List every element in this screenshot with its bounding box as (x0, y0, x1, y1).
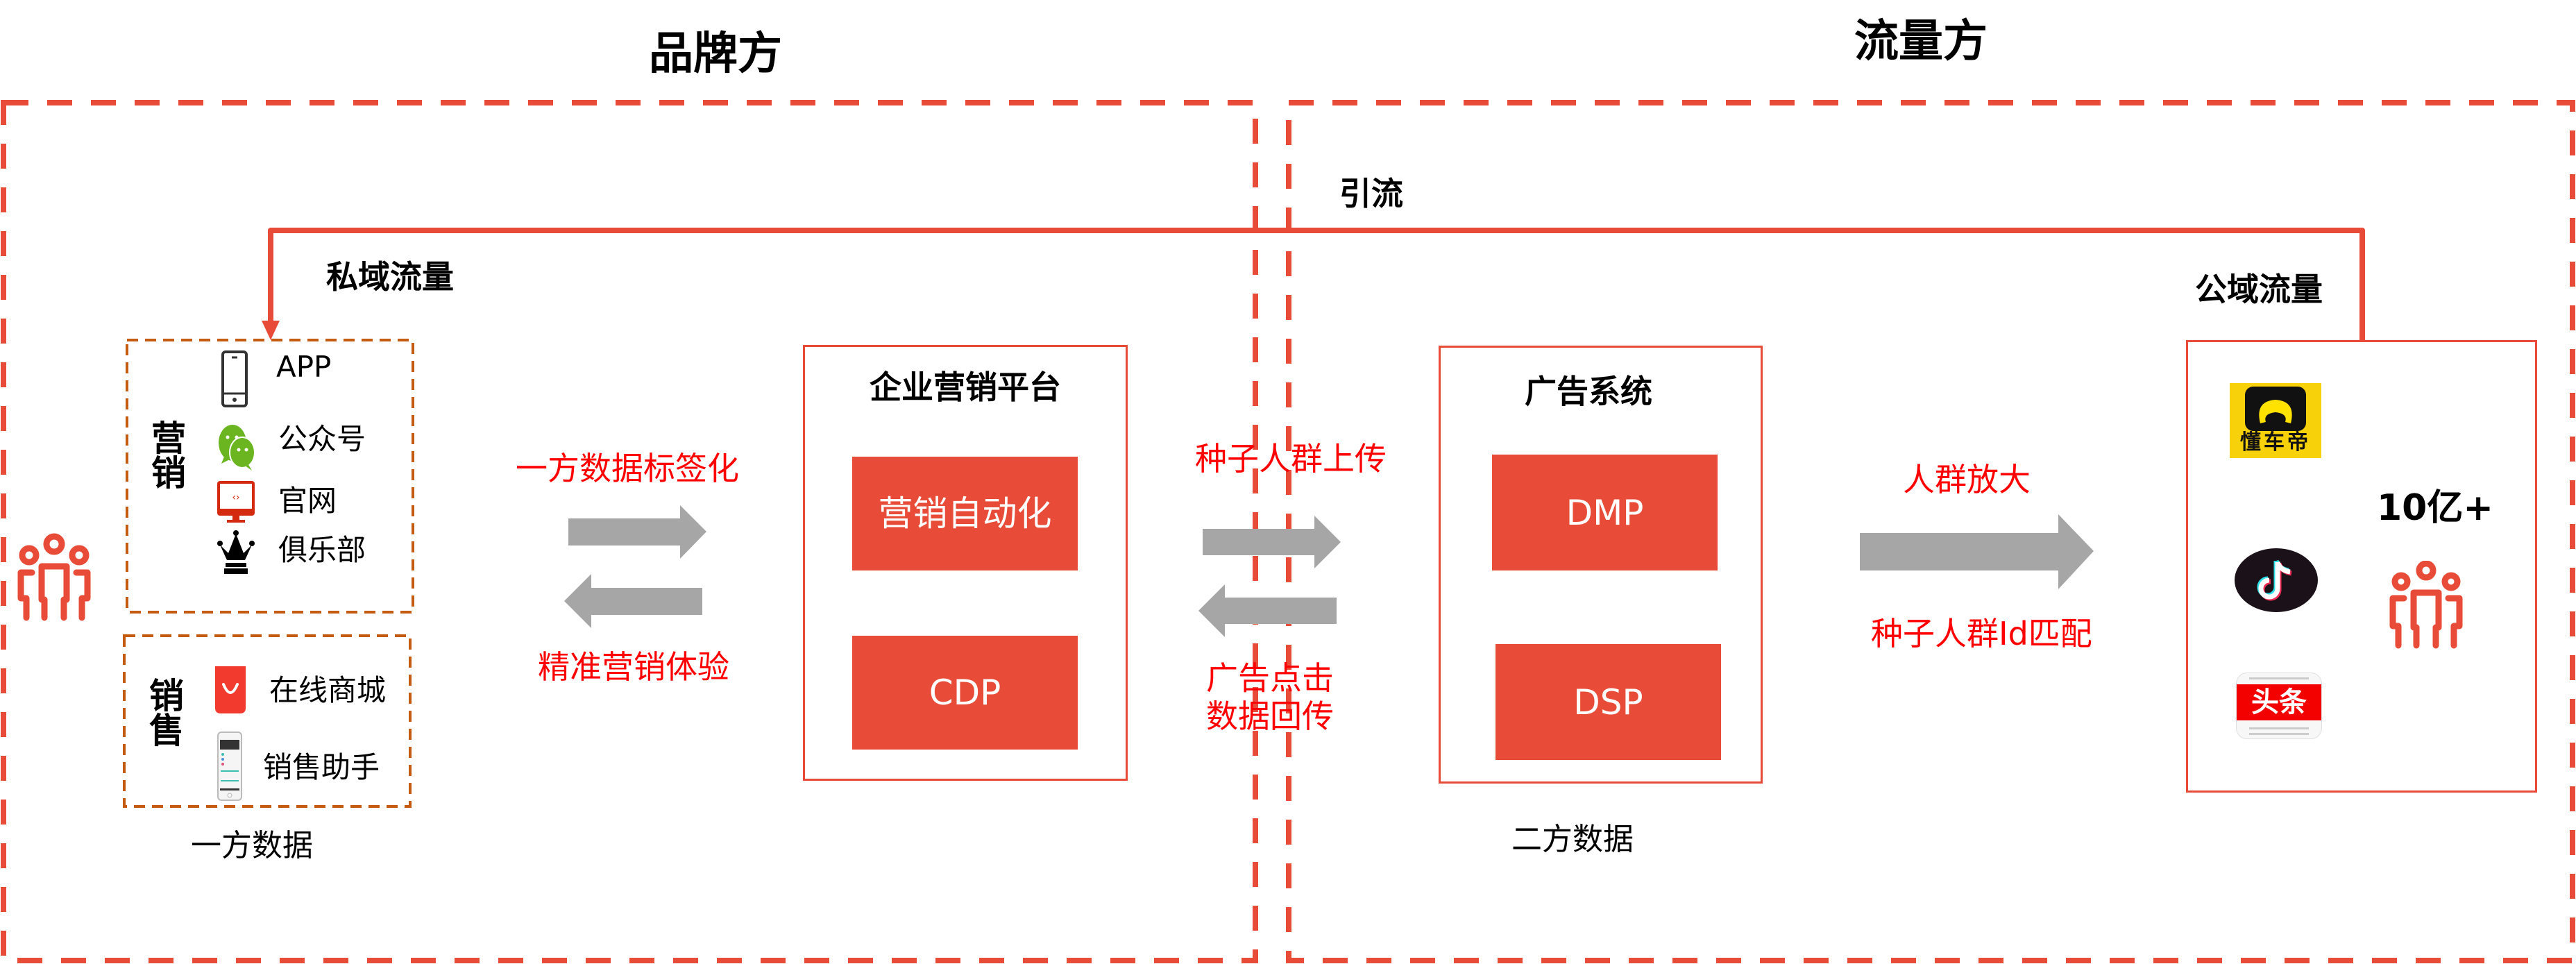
phone-app-screenshot-icon (217, 732, 242, 801)
first-party-data-caption: 一方数据 (191, 828, 313, 863)
seed-id-match-label: 种子人群Id匹配 (1871, 615, 2092, 652)
traffic-side-title: 流量方 (1854, 16, 1988, 67)
ad-system-title: 广告系统 (1525, 373, 1652, 410)
channel-sales-assistant[interactable]: 销售助手 (217, 732, 380, 801)
marketing-group-label: 营销 (151, 418, 186, 493)
channel-app-label: APP (276, 349, 332, 384)
click-return-arrow-left (1198, 584, 1337, 637)
amplify-arrow-right (1860, 514, 2094, 589)
click-return-label-line1: 广告点击 (1206, 659, 1334, 697)
diversion-label: 引流 (1339, 175, 1403, 212)
channel-wechat[interactable]: 公众号 (217, 422, 366, 472)
channel-sales-assistant-label: 销售助手 (263, 750, 380, 784)
channel-online-store[interactable]: 在线商城 (214, 665, 386, 715)
second-party-data-caption: 二方数据 (1511, 822, 1634, 857)
channel-wechat-label: 公众号 (278, 421, 366, 456)
diversion-arrowhead (262, 321, 280, 340)
brand-side-title: 品牌方 (649, 28, 782, 80)
precision-experience-label: 精准营销体验 (538, 648, 729, 686)
dongchedi-app-icon: 懂车帝 (2230, 383, 2321, 458)
dongchedi-app[interactable]: 懂车帝 (2230, 383, 2321, 458)
toutiao-app[interactable]: 头条 (2236, 673, 2322, 739)
public-traffic-label: 公域流量 (2195, 271, 2323, 308)
dmp-module[interactable]: DMP (1492, 455, 1718, 570)
cdp-module[interactable]: CDP (852, 636, 1078, 750)
shopping-bag-icon (214, 665, 247, 715)
seed-upload-arrow-right (1203, 516, 1341, 568)
channel-website-label: 官网 (278, 483, 337, 518)
diversion-flow-line (268, 228, 2365, 340)
experience-arrow-left (564, 574, 702, 628)
douyin-app-icon (2233, 547, 2319, 616)
audience-size: 10亿+ (2377, 487, 2493, 529)
channel-online-store-label: 在线商城 (269, 673, 387, 707)
douyin-app[interactable] (2233, 547, 2319, 614)
click-return-label: 广告点击 数据回传 (1206, 659, 1334, 736)
svg-text:‹›: ‹› (232, 492, 239, 503)
tagging-arrow-right (568, 505, 706, 559)
sales-group-box (123, 634, 412, 808)
wechat-icon (217, 422, 257, 472)
marketing-group-box (126, 339, 414, 614)
marketing-platform-title: 企业营销平台 (870, 369, 1061, 406)
toutiao-app-icon: 头条 (2236, 673, 2322, 739)
mobile-phone-icon (221, 350, 248, 407)
channel-club-label: 俱乐部 (278, 532, 366, 567)
dongchedi-app-label: 懂车帝 (2240, 430, 2311, 455)
private-traffic-label: 私域流量 (326, 258, 454, 296)
crown-icon (217, 530, 255, 575)
audience-amplify-label: 人群放大 (1903, 461, 2031, 498)
tagging-label: 一方数据标签化 (516, 450, 739, 487)
users-group-icon (12, 533, 96, 623)
dsp-module[interactable]: DSP (1495, 644, 1721, 760)
website-monitor-icon: ‹› (217, 481, 255, 525)
marketing-automation-module[interactable]: 营销自动化 (852, 457, 1078, 570)
click-return-label-line2: 数据回传 (1206, 697, 1334, 736)
sales-group-label: 销售 (149, 676, 184, 751)
public-users-group-icon (2384, 560, 2468, 651)
toutiao-app-label: 头条 (2251, 686, 2307, 718)
channel-club[interactable]: 俱乐部 (217, 530, 366, 575)
channel-website[interactable]: ‹› 官网 (217, 481, 337, 525)
seed-upload-label: 种子人群上传 (1195, 440, 1387, 477)
channel-app[interactable]: APP (221, 350, 331, 407)
